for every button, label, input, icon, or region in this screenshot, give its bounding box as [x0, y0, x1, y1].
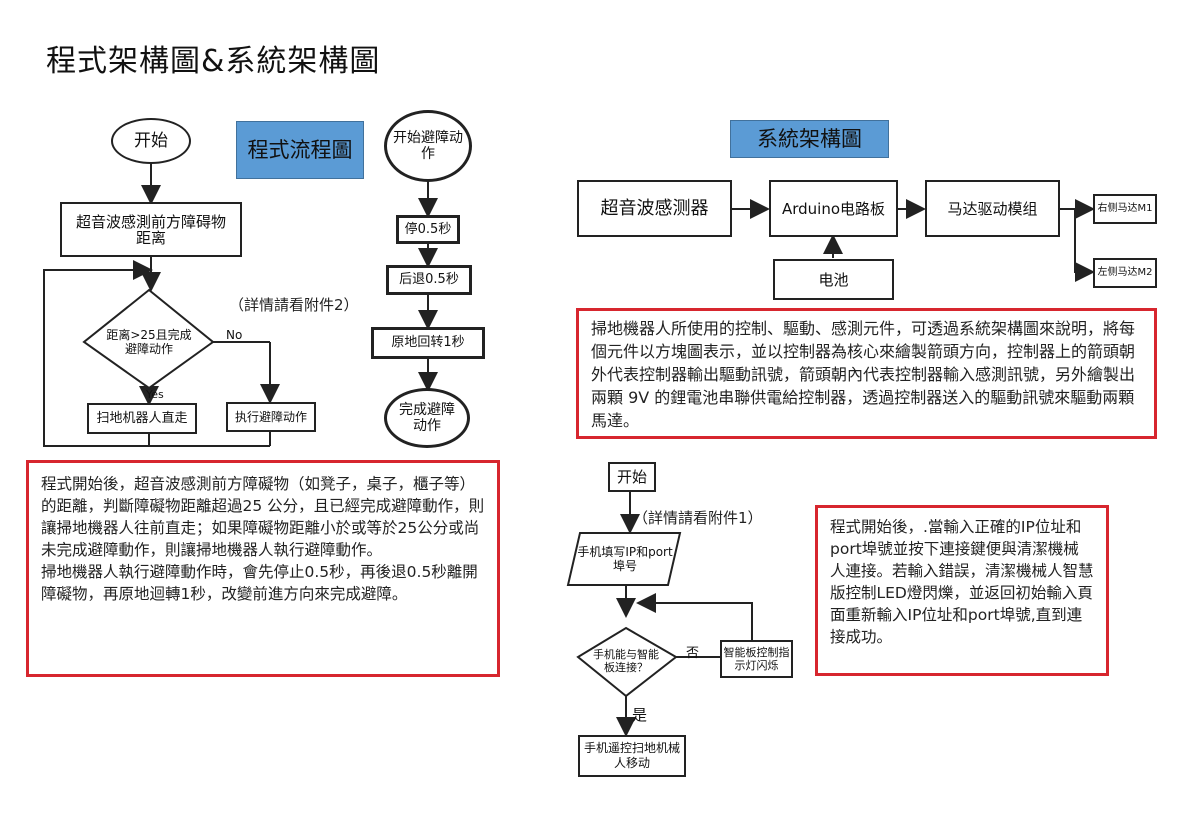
flow2-no-label: 否	[686, 646, 700, 661]
flow-avoid-node: 执行避障动作	[226, 402, 316, 432]
avoid-end-node: 完成避障动作	[384, 388, 470, 448]
system-description: 掃地機器人所使用的控制、驅動、感測元件，可透過系統架構圖來說明，將每個元件以方塊…	[576, 308, 1157, 439]
page-title: 程式架構圖&系統架構圖	[46, 44, 381, 79]
flow2-description: 程式開始後，.當輸入正確的IP位址和port埠號並按下連接鍵便與清潔機械人連接。…	[815, 505, 1109, 676]
avoid-turn-node: 原地回转1秒	[371, 327, 485, 359]
flow2-start-node: 开始	[608, 462, 656, 492]
flow2-move-node: 手机遥控扫地机械人移动	[578, 735, 686, 777]
decision-yes-label: Yes	[146, 388, 164, 401]
system-architecture-label: 系統架構圖	[730, 120, 889, 158]
flow2-blink-node: 智能板控制指示灯闪烁	[720, 640, 793, 678]
program-flow-description: 程式開始後，超音波感測前方障礙物（如凳子，桌子，櫃子等）的距離，判斷障礙物距離超…	[26, 460, 500, 677]
motor2-block: 左侧马达M2	[1093, 258, 1157, 288]
attachment1-note: （詳情請看附件1）	[633, 509, 763, 527]
avoid-stop-node: 停0.5秒	[396, 215, 460, 244]
attachment2-note: （詳情請看附件2）	[229, 296, 359, 314]
avoid-start-node: 开始避障动作	[384, 110, 472, 182]
flow-forward-node: 扫地机器人直走	[87, 403, 197, 434]
flow2-decision-node: 手机能与智能板连接？	[593, 648, 659, 674]
flow-detect-node: 超音波感測前方障碍物距离	[60, 202, 242, 257]
flow2-input-node: 手机填写IP和port埠号	[577, 545, 673, 573]
avoid-back-node: 后退0.5秒	[386, 265, 472, 295]
motor1-block: 右侧马达M1	[1093, 194, 1157, 224]
driver-block: 马达驱动模组	[925, 180, 1060, 237]
battery-block: 电池	[773, 259, 894, 300]
decision-no-label: No	[226, 328, 243, 342]
flow2-yes-label: 是	[632, 706, 648, 724]
program-flow-label: 程式流程圖	[236, 121, 364, 179]
sensor-block: 超音波感测器	[577, 180, 732, 237]
flow-start-node: 开始	[111, 118, 191, 164]
arduino-block: Arduino电路板	[769, 180, 898, 237]
flow-decision-node: 距离>25且完成避障动作	[106, 328, 192, 356]
